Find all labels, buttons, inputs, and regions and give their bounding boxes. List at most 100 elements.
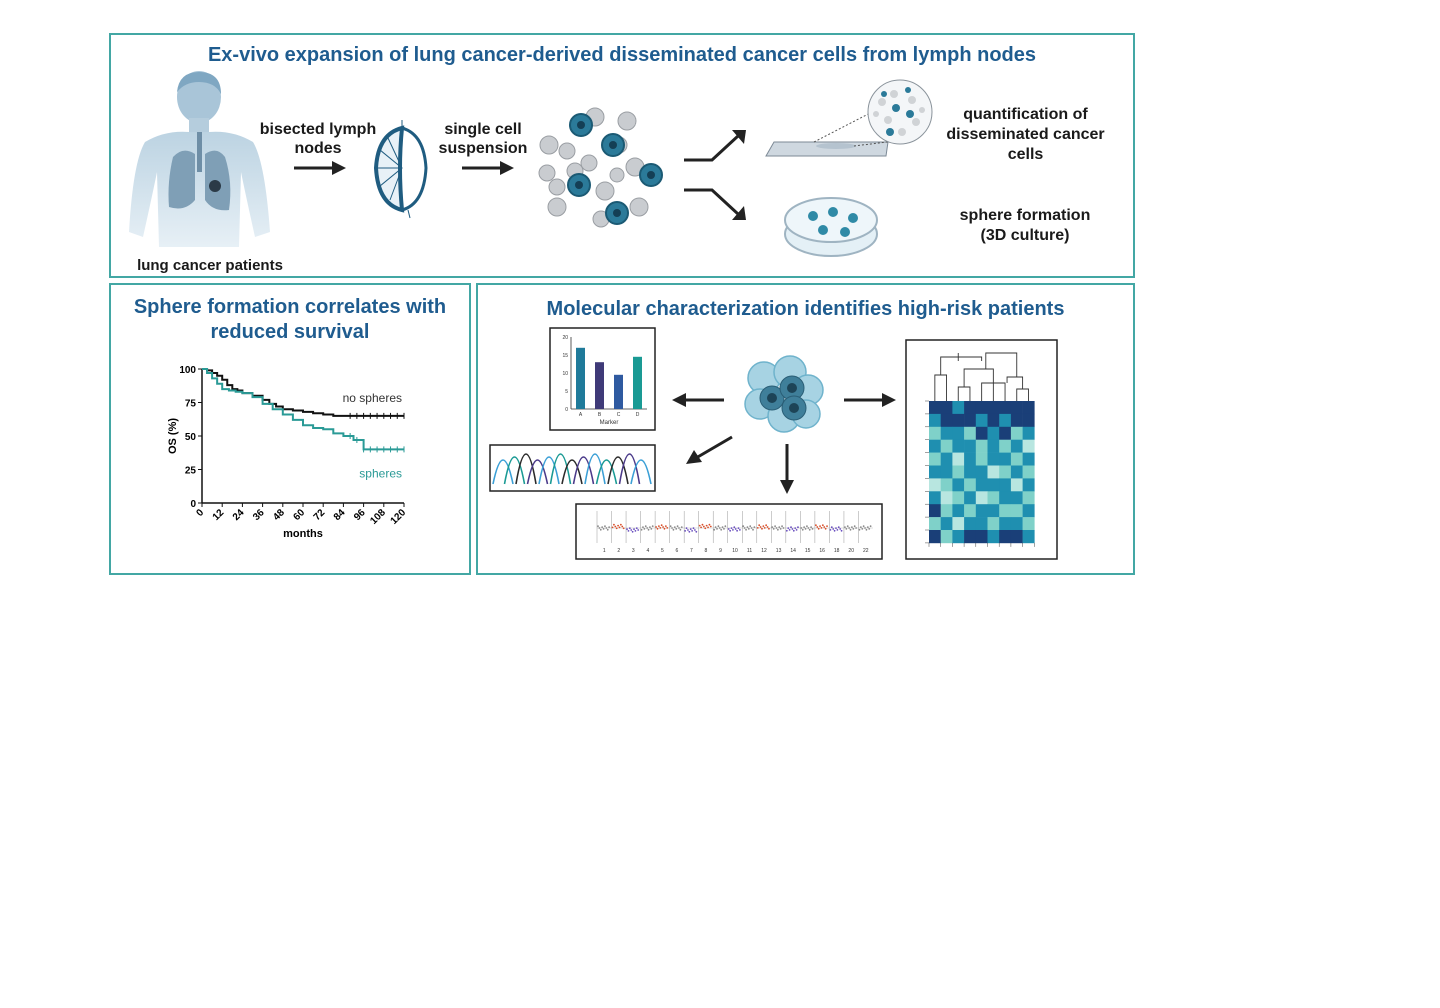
cnv-point — [852, 528, 855, 530]
cnv-point — [806, 525, 808, 528]
cnv-point — [626, 528, 628, 530]
cnv-point — [866, 526, 869, 528]
lymph-node-icon — [373, 120, 428, 219]
heatmap-cell — [1022, 491, 1035, 505]
heatmap-cell — [940, 452, 953, 466]
bar-y-tick-label: 5 — [565, 389, 568, 395]
cnv-chromosome-label: 7 — [690, 548, 693, 554]
molecular-panel-title: Molecular characterization identifies hi… — [546, 298, 1065, 320]
cnv-point — [615, 527, 618, 530]
cnv-chromosome-label: 4 — [646, 548, 649, 554]
heatmap-cell — [999, 465, 1012, 479]
cnv-point — [826, 525, 828, 527]
cnv-point — [768, 527, 770, 530]
heatmap-cell — [940, 426, 953, 440]
cnv-point — [836, 529, 839, 531]
cnv-point — [698, 524, 701, 527]
cnv-point — [640, 528, 643, 531]
heatmap-cell — [1010, 426, 1023, 440]
chromatogram-peak — [595, 459, 618, 485]
cnv-point — [691, 530, 694, 532]
heatmap-cell — [1010, 452, 1023, 466]
cnv-point — [730, 527, 733, 529]
cnv-point — [785, 529, 788, 532]
clustered-heatmap — [905, 339, 1058, 560]
cnv-point — [819, 525, 821, 527]
cnv-frame — [575, 503, 883, 560]
cnv-chromosome-label: 2 — [617, 548, 620, 554]
cnv-point — [646, 527, 649, 529]
cnv-point — [685, 527, 688, 530]
cnv-chromosome-label: 10 — [732, 548, 738, 554]
cnv-point — [619, 523, 622, 526]
cnv-point — [689, 528, 692, 530]
cnv-point — [781, 525, 783, 528]
cnv-point — [627, 530, 630, 532]
x-tick-label: 36 — [251, 507, 267, 523]
cnv-point — [804, 528, 807, 530]
heatmap-cell — [1010, 517, 1023, 531]
cnv-point — [608, 526, 611, 528]
heatmap-cell — [1022, 413, 1035, 428]
chromatogram-peak — [492, 459, 514, 485]
x-tick-label: 96 — [352, 507, 368, 523]
cnv-point — [714, 526, 717, 528]
heatmap-cell — [952, 465, 965, 479]
cnv-chromosome-label: 16 — [819, 548, 825, 554]
cnv-point — [643, 528, 646, 530]
chromatogram-peak — [607, 456, 629, 485]
cnv-point — [808, 528, 811, 531]
cnv-point — [776, 528, 779, 531]
survival-curve-spheres — [202, 368, 404, 451]
arrow-down-left-icon — [686, 435, 733, 464]
cnv-point — [758, 524, 761, 527]
y-tick-label: 0 — [190, 499, 196, 510]
suspension-label: single cell suspension — [438, 121, 528, 157]
heatmap-cell — [952, 530, 965, 544]
cnv-point — [765, 524, 768, 527]
bar-category-label: C — [617, 412, 621, 418]
arrow-up-right-icon — [684, 130, 746, 162]
dendrogram-branch — [963, 368, 994, 387]
heatmap-cell — [940, 439, 953, 453]
cnv-point — [859, 526, 862, 528]
cnv-point — [761, 527, 763, 530]
heatmap-cell — [1010, 439, 1023, 453]
cnv-point — [597, 525, 599, 528]
chromatogram-peak — [538, 456, 560, 485]
cnv-point — [759, 526, 762, 528]
cnv-point — [684, 530, 687, 532]
heatmap-cell — [929, 452, 941, 466]
heatmap-cell — [964, 426, 977, 440]
heatmap-cell — [1022, 452, 1035, 466]
cnv-point — [729, 529, 732, 532]
cnv-point — [853, 525, 856, 528]
cnv-point — [642, 526, 644, 528]
arrow-down-right-icon — [684, 188, 746, 220]
x-tick-label: 108 — [368, 507, 388, 527]
heatmap-cell — [975, 504, 988, 518]
heatmap-cell — [929, 413, 941, 428]
bar-category-label: A — [579, 412, 583, 418]
cnv-point — [821, 524, 824, 527]
cnv-point — [848, 527, 851, 529]
heatmap-cell — [940, 491, 953, 505]
dendrogram-branch — [985, 352, 1018, 377]
x-tick-label: 72 — [312, 507, 328, 523]
sphere-formation-label: sphere formation (3D culture) — [959, 207, 1091, 244]
cnv-point — [611, 526, 614, 529]
survival-panel: Sphere formation correlates with reduced… — [109, 283, 471, 575]
heatmap-cell — [1010, 478, 1023, 492]
cnv-point — [832, 528, 835, 530]
cnv-point — [634, 530, 637, 532]
cnv-point — [705, 524, 708, 527]
cnv-point — [779, 528, 782, 530]
cnv-point — [657, 525, 660, 527]
x-tick-label: 12 — [211, 507, 227, 523]
cnv-point — [742, 525, 745, 528]
cnv-point — [598, 527, 601, 529]
cnv-point — [753, 526, 756, 528]
quantification-label: quantification of disseminated cancer ce… — [946, 106, 1105, 163]
cnv-point — [851, 526, 853, 528]
heatmap-cell — [940, 517, 953, 531]
